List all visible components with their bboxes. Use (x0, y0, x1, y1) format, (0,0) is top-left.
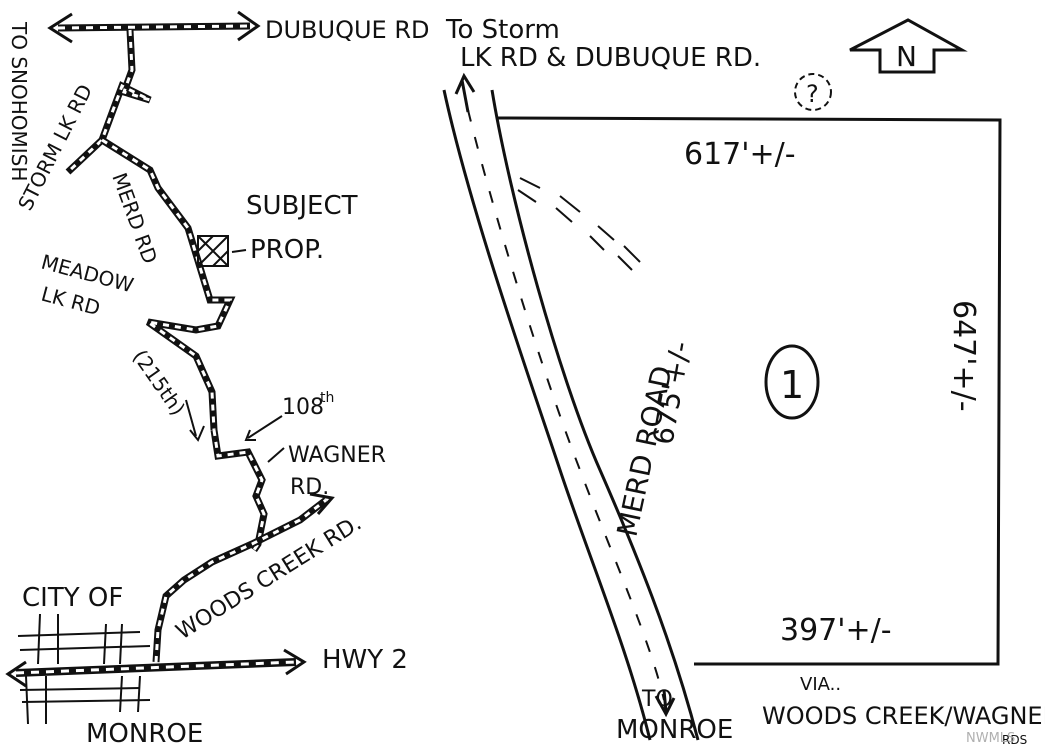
merd-road (442, 72, 700, 741)
city-grid (17, 613, 151, 725)
north-arrow-icon (849, 18, 968, 74)
north-label: N (896, 40, 917, 73)
wagner-label: WAGNER (288, 443, 386, 468)
highway-2 (5, 648, 307, 688)
215th-label: (215th) (128, 345, 190, 420)
prop-label: PROP. (250, 235, 324, 265)
driveway-marks (517, 177, 641, 271)
bottom-dimension: 397'+/- (780, 613, 892, 648)
nwmls-watermark: NWMLS (966, 731, 1015, 746)
rds-label: RDS (1002, 733, 1027, 747)
meadow-lk-rd-label: LK RD (39, 282, 103, 321)
plot-map: To Storm LK RD & DUBUQUE RD. N ? MERD RO… (442, 15, 1045, 747)
via-label: VIA.. (800, 674, 841, 695)
lot-number: 1 (780, 363, 804, 407)
woods-creek-label: WOODS CREEK RD. (172, 511, 366, 645)
lot-number-circle (764, 344, 820, 420)
to-label: TO (641, 687, 673, 712)
subject-pointer (231, 249, 247, 253)
dubuque-road-label: DUBUQUE RD (265, 16, 429, 44)
hwy-2-label: HWY 2 (322, 645, 408, 675)
108th-arrow (244, 415, 283, 441)
dubuque-road (47, 10, 261, 44)
to-storm-label: To Storm (445, 15, 560, 45)
monroe-label: MONROE (616, 715, 733, 745)
question-circle (794, 73, 832, 111)
snohomish-label: TO SNOHOMISH (7, 21, 31, 181)
road-frontage-dimension: 675'+/- (646, 339, 697, 447)
merd-road-vicinity (100, 137, 236, 431)
108th-suffix: th (320, 390, 334, 406)
right-dimension: 647'+/- (946, 300, 981, 412)
woods-creek-road (152, 492, 335, 663)
vicinity-map: DUBUQUE RD TO SNOHOMISH STORM LK RD MERD… (5, 10, 429, 749)
city-of-label: CITY OF (22, 583, 123, 613)
lot-boundary (497, 116, 1002, 666)
wagner-road (210, 429, 268, 552)
215th-arrow (185, 399, 205, 442)
monroe-city-label: MONROE (86, 719, 203, 749)
subject-label: SUBJECT (246, 191, 358, 221)
question-label: ? (806, 80, 819, 108)
top-dimension: 617'+/- (684, 137, 796, 172)
hatched-square-icon (197, 235, 229, 267)
108th-label: 108 (282, 395, 324, 420)
wagner-pointer (267, 447, 285, 463)
lk-rd-dubuque-label: LK RD & DUBUQUE RD. (460, 43, 761, 73)
woods-wagner-label: WOODS CREEK/WAGNER (762, 702, 1045, 730)
